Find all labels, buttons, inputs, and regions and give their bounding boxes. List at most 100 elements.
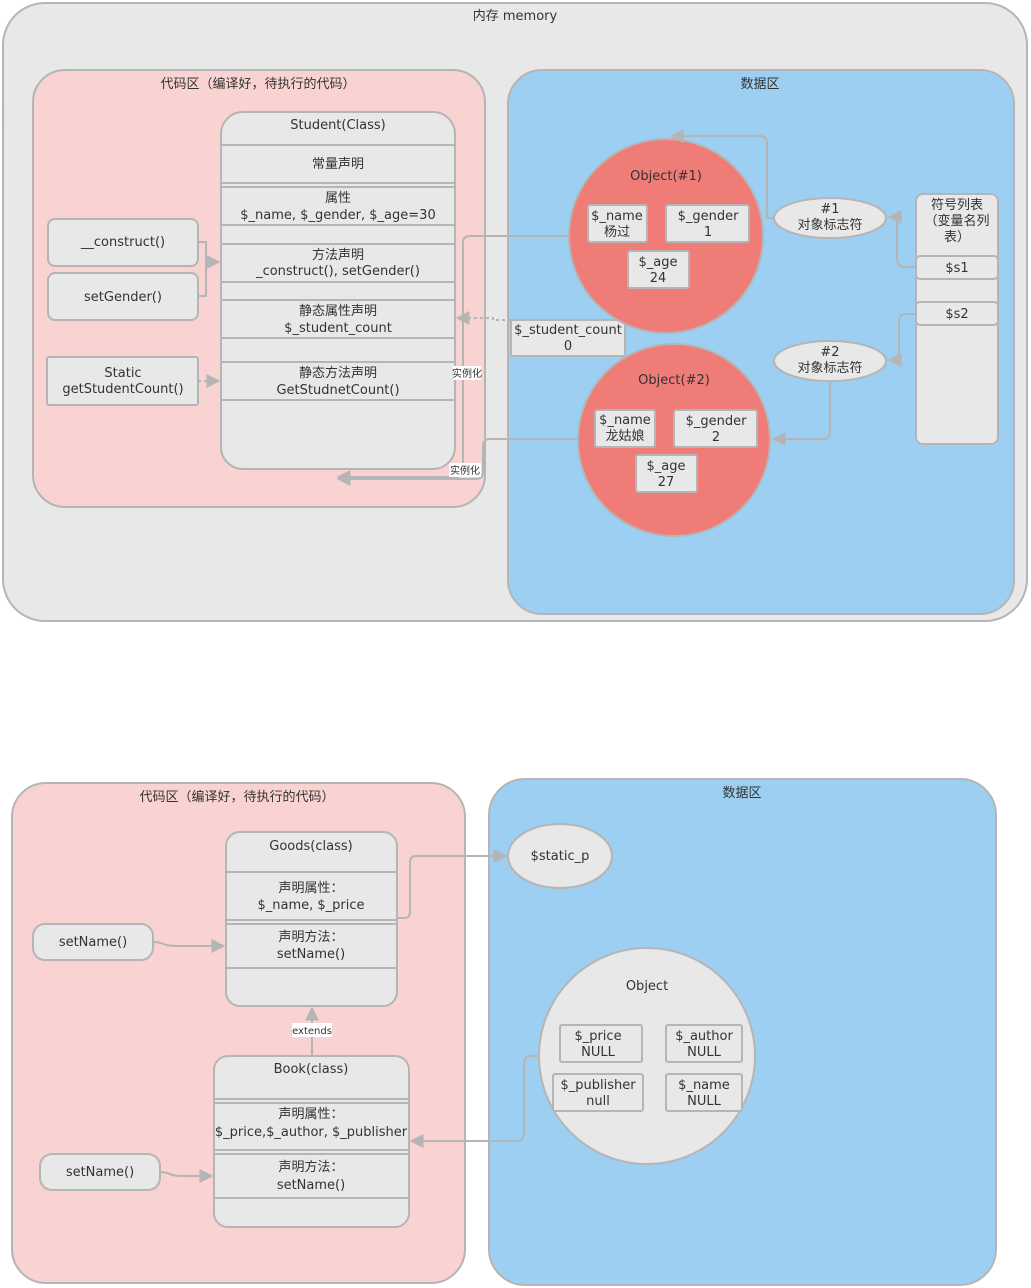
goods-props-label: 声明属性：	[278, 881, 343, 896]
memory-title: 内存 memory	[473, 8, 558, 24]
static-p-label: $static_p	[531, 849, 590, 864]
data-area-title: 数据区	[740, 77, 779, 92]
object-3-price-label: $_price	[574, 1029, 621, 1044]
code-area-2-title: 代码区（编译好，待执行的代码）	[139, 789, 334, 805]
object-1-name-label: $_name	[591, 209, 643, 224]
object-3-publisher-label: $_publisher	[560, 1078, 636, 1093]
construct-method-box[interactable]: __construct()	[47, 218, 199, 267]
method-group-bracket	[198, 241, 207, 297]
identifier-1-line2: 对象标志符	[797, 217, 862, 233]
identifier-1[interactable]: #1 对象标志符	[773, 197, 887, 239]
book-setname-arrow	[159, 1169, 214, 1183]
book-methods-label: 声明方法：	[278, 1159, 343, 1175]
book-setname-box[interactable]: setName()	[39, 1153, 161, 1191]
props-label: 属性	[325, 191, 351, 206]
static-method-line1: Static	[104, 366, 141, 381]
static-methods-label: 静态方法声明	[299, 365, 377, 381]
object-3-publisher-value: null	[586, 1094, 610, 1109]
book-methods-value: setName()	[277, 1178, 345, 1193]
object-to-book-arrow	[409, 1055, 539, 1148]
object-2-name-value: 龙姑娘	[605, 429, 644, 444]
object-1-age-value: 24	[650, 271, 667, 286]
object-1-name-value: 杨过	[604, 225, 630, 240]
object-3[interactable]: Object $_price NULL $_author NULL $_publ…	[538, 947, 756, 1165]
setgender-method-box[interactable]: setGender()	[47, 272, 199, 321]
static-count-label: $_student_count	[514, 323, 622, 338]
extends-label: extends	[292, 1026, 332, 1037]
object-2-gender-label: $_gender	[686, 414, 748, 429]
object-2-age-value: 27	[658, 475, 675, 490]
book-title: Book(class)	[274, 1062, 349, 1077]
object-1-title: Object(#1)	[630, 169, 702, 184]
identifier-2-line1: #2	[820, 345, 839, 360]
static-count-value: 0	[564, 339, 572, 354]
static-methods-value: GetStudnetCount()	[276, 383, 399, 398]
static-method-box[interactable]: Static getStudentCount()	[46, 356, 199, 406]
static-props-value: $_student_count	[284, 321, 392, 336]
static-method-line2: getStudentCount()	[62, 382, 183, 397]
instantiate-connector-2	[336, 438, 578, 486]
data-area-2-title: 数据区	[722, 786, 761, 801]
goods-methods-value: setName()	[277, 947, 345, 962]
book-class-box[interactable]: Book(class) 声明属性： $_price,$_author, $_pu…	[213, 1055, 410, 1228]
class-title: Student(Class)	[290, 118, 386, 133]
object-3-author-label: $_author	[675, 1029, 733, 1044]
object-1-gender-label: $_gender	[678, 209, 740, 224]
identifier-2-line2: 对象标志符	[797, 360, 862, 376]
object-1[interactable]: Object(#1) $_name 杨过 $_gender 1 $_age 24	[568, 138, 764, 334]
object-1-gender-value: 1	[704, 225, 712, 240]
goods-title: Goods(class)	[269, 839, 352, 854]
goods-methods-label: 声明方法：	[278, 929, 343, 945]
static-p-arrow	[397, 849, 508, 919]
symbol-s2: $s2	[945, 307, 968, 322]
symbol-table-title-line1: 符号列表	[931, 197, 983, 213]
goods-setname-box[interactable]: setName()	[32, 923, 154, 961]
instantiate-label-1: 实例化	[452, 367, 482, 380]
goods-props-value: $_name, $_price	[257, 898, 364, 913]
methods-label: 方法声明	[312, 247, 364, 263]
object-3-name-value: NULL	[687, 1094, 721, 1109]
static-count-box[interactable]: $_student_count 0	[510, 319, 626, 357]
object-2-title: Object(#2)	[638, 373, 710, 388]
extends-label-bg	[292, 1023, 332, 1037]
static-props-label: 静态属性声明	[299, 304, 377, 319]
symbol-table[interactable]: 符号列表 （变量名列 表） $s1 $s2	[915, 193, 999, 445]
instantiate-label-bg-1	[453, 366, 481, 380]
setgender-method-label: setGender()	[84, 290, 162, 305]
object-3-title: Object	[626, 979, 668, 994]
s2-to-identifier2-arrow	[887, 313, 916, 367]
static-p-ellipse[interactable]: $static_p	[507, 823, 613, 889]
identifier1-to-object1-arrow	[669, 129, 773, 219]
book-props-label: 声明属性：	[278, 1107, 343, 1122]
construct-method-label: __construct()	[80, 235, 165, 250]
goods-class-box[interactable]: Goods(class) 声明属性： $_name, $_price 声明方法：…	[225, 831, 398, 1007]
s1-to-identifier1-arrow	[887, 210, 916, 268]
object-1-age-label: $_age	[639, 255, 678, 270]
instantiate-label-bg-2	[449, 463, 481, 477]
methods-value: _construct(), setGender()	[255, 264, 420, 279]
identifier-2[interactable]: #2 对象标志符	[773, 340, 887, 382]
identifier-1-line1: #1	[820, 202, 839, 217]
student-class-box[interactable]: Student(Class) 常量声明 属性 $_name, $_gender,…	[220, 111, 456, 470]
object-3-author-value: NULL	[687, 1045, 721, 1060]
identifier2-to-object2-arrow	[771, 381, 831, 446]
object-2-age-label: $_age	[647, 459, 686, 474]
symbol-table-title-line2: （变量名列	[924, 213, 989, 229]
constants-label: 常量声明	[312, 157, 364, 172]
book-props-value: $_price,$_author, $_publisher	[215, 1125, 408, 1140]
goods-setname-label: setName()	[59, 935, 127, 950]
symbol-s1: $s1	[945, 261, 968, 276]
object-3-price-value: NULL	[581, 1045, 615, 1060]
object-2-name-label: $_name	[599, 413, 651, 428]
props-value: $_name, $_gender, $_age=30	[240, 208, 435, 223]
object-2[interactable]: Object(#2) $_name 龙姑娘 $_gender 2 $_age 2…	[577, 343, 771, 537]
code-area-title: 代码区（编译好，待执行的代码）	[160, 76, 355, 92]
symbol-table-title-line3: 表）	[944, 230, 970, 245]
goods-setname-arrow	[152, 939, 226, 953]
object-2-gender-value: 2	[712, 430, 720, 445]
instantiate-label-2: 实例化	[450, 464, 480, 477]
static-count-arrow	[455, 311, 511, 325]
object-3-name-label: $_name	[678, 1078, 730, 1093]
book-setname-label: setName()	[66, 1165, 134, 1180]
